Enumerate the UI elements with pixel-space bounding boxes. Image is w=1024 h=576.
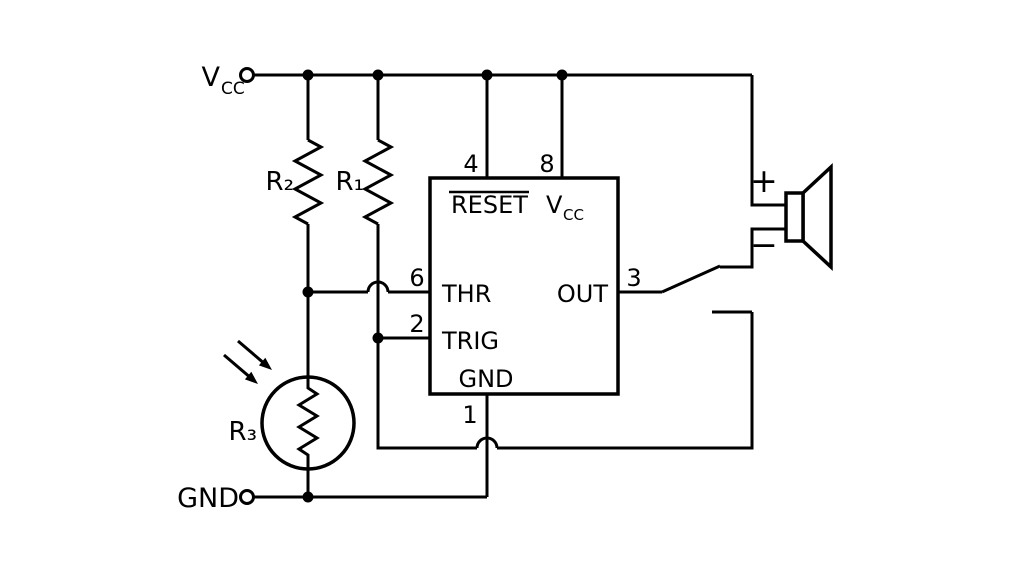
pin-number-8: 8 [539, 150, 554, 178]
wire-vcc-to-speaker-plus [750, 75, 786, 207]
photoresistor-r3-element [296, 377, 320, 469]
pin-numbers: 4 8 6 2 3 1 [409, 150, 641, 429]
ic-555-body [428, 176, 620, 396]
speaker-cone [801, 162, 833, 272]
pin-number-6: 6 [409, 264, 424, 292]
pin-number-3: 3 [626, 264, 641, 292]
junction-dot [481, 69, 493, 81]
vcc-terminal [239, 67, 255, 83]
light-arrow-2-head [244, 371, 258, 384]
speaker-plus-label: + [750, 161, 778, 200]
outside-labels: V CC GND R₂ R₁ R₃ + − [177, 62, 778, 514]
ic-out-label: OUT [557, 280, 608, 308]
ic-trig-label: TRIG [441, 327, 499, 355]
wire-speaker-minus-to-switch [720, 227, 786, 269]
light-arrow-2 [223, 353, 251, 378]
speaker-minus-label: − [750, 225, 778, 264]
gnd-rail-label: GND [177, 483, 239, 514]
ic-reset-label: RESET [451, 191, 528, 219]
gnd-terminal [239, 489, 255, 505]
switch-blade [661, 264, 721, 294]
resistor-r2 [291, 138, 325, 226]
resistor-r1 [361, 138, 395, 226]
speaker [784, 162, 833, 272]
wire-feedback-left [376, 338, 477, 450]
r2-label: R₂ [266, 167, 295, 197]
junction-dot [302, 491, 314, 503]
light-arrow-1-head [258, 357, 272, 370]
speaker-driver [784, 191, 805, 243]
junction-dot [372, 69, 384, 81]
ic-vcc-label-sub: CC [563, 206, 584, 224]
pin-number-1: 1 [462, 401, 477, 429]
ic-vcc-label: V [546, 191, 563, 219]
light-arrow-1 [237, 339, 265, 364]
ic-pin-names: RESET V CC THR TRIG OUT GND [441, 190, 608, 393]
r1-label: R₁ [336, 167, 365, 197]
ic-gnd-label: GND [458, 365, 513, 393]
wire-feedback-right [497, 312, 754, 450]
vcc-rail-label: V [202, 62, 221, 93]
junction-dots [302, 69, 568, 503]
light-arrows [223, 339, 272, 384]
junction-dot [556, 69, 568, 81]
pin-number-2: 2 [409, 310, 424, 338]
junction-dot [302, 286, 314, 298]
r3-label: R₃ [229, 417, 258, 447]
ic-thr-label: THR [441, 280, 491, 308]
vcc-rail-label-sub: CC [221, 79, 245, 99]
wires [254, 73, 786, 499]
pin-number-4: 4 [463, 150, 478, 178]
junction-dot [372, 332, 384, 344]
junction-dot [302, 69, 314, 81]
